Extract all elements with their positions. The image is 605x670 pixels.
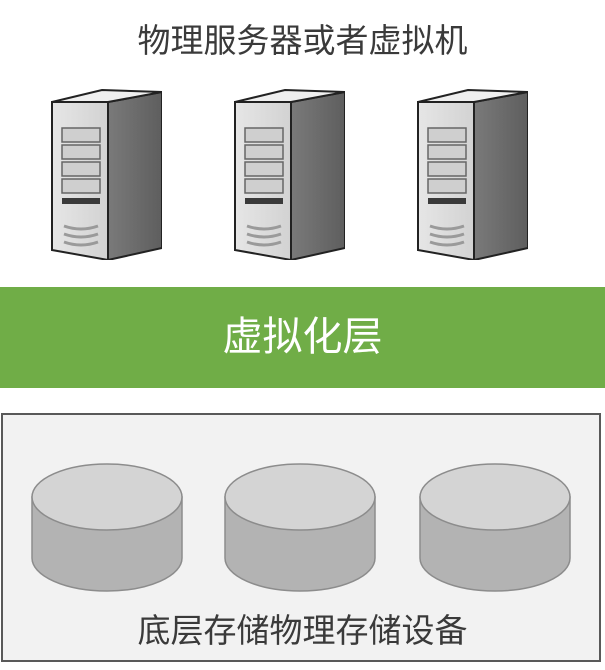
disks-row	[0, 462, 605, 592]
diagram-title: 物理服务器或者虚拟机	[137, 21, 468, 60]
storage-disk-icon	[224, 463, 376, 592]
server-tower-icon	[233, 88, 345, 260]
storage-disk-icon	[419, 463, 571, 592]
virtualization-layer-label: 虚拟化层	[222, 314, 383, 360]
server-tower-icon	[50, 88, 162, 260]
storage-layer-label: 底层存储物理存储设备	[137, 611, 468, 650]
storage-disk-icon	[31, 463, 183, 592]
virtualization-layer: 虚拟化层	[0, 287, 605, 388]
servers-row	[0, 88, 605, 263]
server-tower-icon	[416, 88, 528, 260]
